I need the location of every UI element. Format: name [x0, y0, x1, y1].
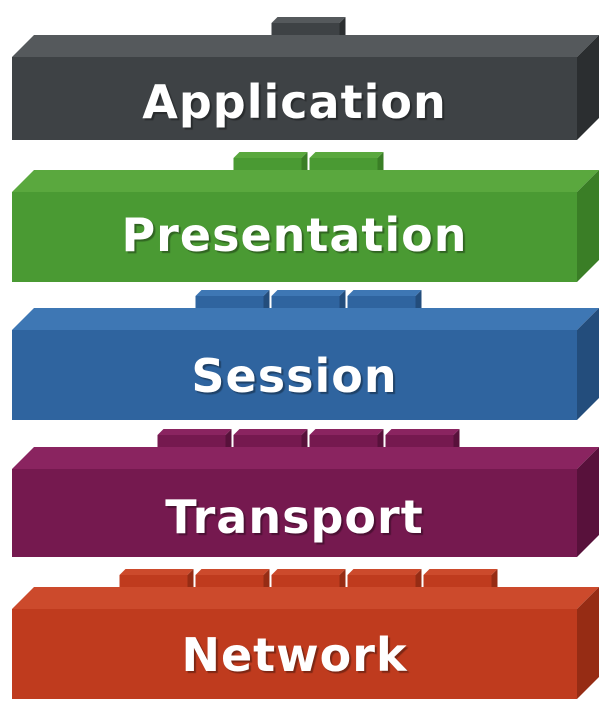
- layer-tab-top-network: [271, 569, 346, 575]
- layer-label-session: Session: [191, 349, 398, 403]
- layer-front-presentation: [12, 192, 577, 282]
- layer-side-presentation: [577, 170, 599, 282]
- layer-side-application: [577, 35, 599, 140]
- layer-top-network: [12, 587, 599, 609]
- layer-tab-top-network: [195, 569, 270, 575]
- layer-side-transport: [577, 447, 599, 557]
- layer-top-presentation: [12, 170, 599, 192]
- layer-tab-top-session: [195, 290, 270, 296]
- layer-top-session: [12, 308, 599, 330]
- layer-top-transport: [12, 447, 599, 469]
- layer-tab-top-network: [119, 569, 194, 575]
- layer-tab-top-application: [271, 17, 346, 23]
- layer-tab-top-transport: [157, 429, 232, 435]
- layer-label-network: Network: [181, 628, 408, 682]
- layer-label-transport: Transport: [165, 490, 424, 544]
- layer-label-presentation: Presentation: [121, 208, 468, 262]
- layer-label-application: Application: [142, 75, 447, 129]
- layer-tab-top-network: [423, 569, 498, 575]
- layer-tab-top-session: [271, 290, 346, 296]
- layer-tab-top-transport: [233, 429, 308, 435]
- layer-tab-top-session: [347, 290, 422, 296]
- layer-side-session: [577, 308, 599, 420]
- layer-tab-top-presentation: [233, 152, 308, 158]
- layer-tab-top-presentation: [309, 152, 384, 158]
- layer-tab-top-transport: [309, 429, 384, 435]
- layer-side-network: [577, 587, 599, 699]
- layer-front-transport: [12, 469, 577, 557]
- layer-front-application: [12, 57, 577, 140]
- layer-tab-top-transport: [385, 429, 460, 435]
- layer-tab-top-network: [347, 569, 422, 575]
- layer-front-session: [12, 330, 577, 420]
- layer-front-network: [12, 609, 577, 699]
- layer-top-application: [12, 35, 599, 57]
